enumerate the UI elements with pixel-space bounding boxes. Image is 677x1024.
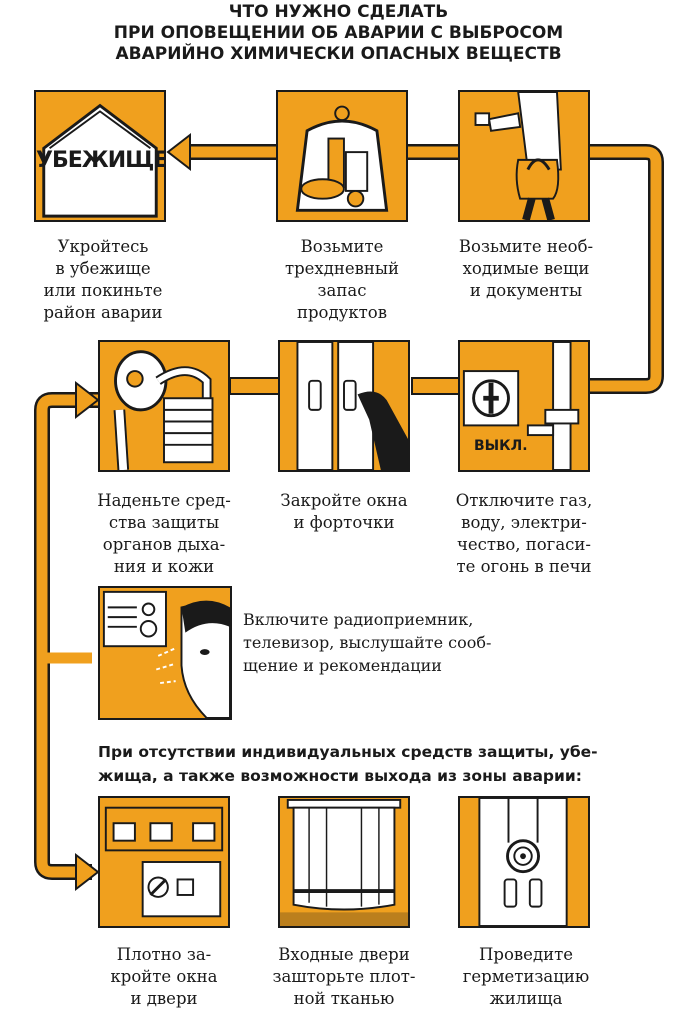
caption-line: щение и рекомендации <box>243 656 442 675</box>
hermetic-tile <box>458 796 590 928</box>
protection-tile <box>98 340 230 472</box>
caption-line: воду, электри- <box>461 513 587 532</box>
caption-line: трехдневный <box>284 259 400 278</box>
food-caption: Возьмите трехдневный запас продуктов <box>257 236 427 324</box>
note-line: жища, а также возможности выхода из зоны… <box>98 767 582 785</box>
curtain-door-tile <box>278 796 410 928</box>
caption-line: ходимые вещи <box>462 259 590 278</box>
caption-line: Возьмите <box>300 237 384 256</box>
caption-line: ния и кожи <box>113 557 215 576</box>
protection-caption: Наденьте сред- ства защиты органов дыха-… <box>84 490 244 578</box>
caption-line: ства защиты <box>108 513 220 532</box>
caption-line: те огонь в печи <box>456 557 592 576</box>
caption-line: и документы <box>469 281 583 300</box>
caption-line: запас <box>317 281 367 300</box>
hermetic-caption: Проведите герметизацию жилища <box>446 944 606 1010</box>
documents-tile <box>458 90 590 222</box>
food-tile <box>276 90 408 222</box>
conditional-note: При отсутствии индивидуальных средств за… <box>98 740 598 788</box>
caption-line: жилища <box>489 989 563 1008</box>
windows-caption: Закройте окна и форточки <box>262 490 426 534</box>
title-line-3: АВАРИЙНО ХИМИЧЕСКИ ОПАСНЫХ ВЕЩЕСТВ <box>115 44 562 64</box>
utilities-caption: Отключите газ, воду, электри- чество, по… <box>440 490 608 578</box>
shelter-sign: УБЕЖИЩЕ <box>36 148 166 173</box>
caption-line: Входные двери <box>278 945 410 964</box>
seal-windows-caption: Плотно за- кройте окна и двери <box>84 944 244 1010</box>
arrowhead-seal <box>75 852 100 892</box>
caption-line: продуктов <box>296 303 388 322</box>
arrowhead-shelter <box>166 132 191 172</box>
page-title: ЧТО НУЖНО СДЕЛАТЬ ПРИ ОПОВЕЩЕНИИ ОБ АВАР… <box>0 2 677 65</box>
utilities-tile: ВЫКЛ. <box>458 340 590 472</box>
windows-tile <box>278 340 410 472</box>
caption-line: Плотно за- <box>116 945 212 964</box>
caption-line: или покиньте <box>43 281 163 300</box>
caption-line: чество, погаси- <box>457 535 591 554</box>
caption-line: район аварии <box>43 303 163 322</box>
caption-line: и форточки <box>293 513 395 532</box>
caption-line: Включите радиоприемник, <box>243 610 474 629</box>
caption-line: органов дыха- <box>102 535 226 554</box>
curtain-door-caption: Входные двери зашторьте плот- ной тканью <box>258 944 430 1010</box>
caption-line: герметизацию <box>462 967 590 986</box>
caption-line: Закройте окна <box>280 491 408 510</box>
caption-line: в убежище <box>55 259 151 278</box>
caption-line: телевизор, выслушайте сооб- <box>243 633 492 652</box>
caption-line: ной тканью <box>293 989 395 1008</box>
radio-tile <box>98 586 232 720</box>
seal-windows-tile <box>98 796 230 928</box>
documents-caption: Возьмите необ- ходимые вещи и документы <box>441 236 611 302</box>
note-line: При отсутствии индивидуальных средств за… <box>98 743 598 761</box>
off-label: ВЫКЛ. <box>474 438 528 454</box>
caption-line: кройте окна <box>110 967 218 986</box>
caption-line: Наденьте сред- <box>97 491 231 510</box>
caption-line: Проведите <box>479 945 573 964</box>
arrowhead-protection <box>75 380 100 420</box>
caption-line: Возьмите необ- <box>458 237 594 256</box>
caption-line: Отключите газ, <box>455 491 593 510</box>
radio-caption: Включите радиоприемник, телевизор, выслу… <box>243 608 491 677</box>
caption-line: Укройтесь <box>57 237 149 256</box>
shelter-caption: Укройтесь в убежище или покиньте район а… <box>18 236 188 324</box>
title-line-2: ПРИ ОПОВЕЩЕНИИ ОБ АВАРИИ С ВЫБРОСОМ <box>113 23 564 43</box>
title-line-1: ЧТО НУЖНО СДЕЛАТЬ <box>228 2 449 22</box>
loop-left-path <box>34 392 98 880</box>
caption-line: зашторьте плот- <box>272 967 416 986</box>
caption-line: и двери <box>130 989 198 1008</box>
shelter-tile: УБЕЖИЩЕ <box>34 90 166 222</box>
